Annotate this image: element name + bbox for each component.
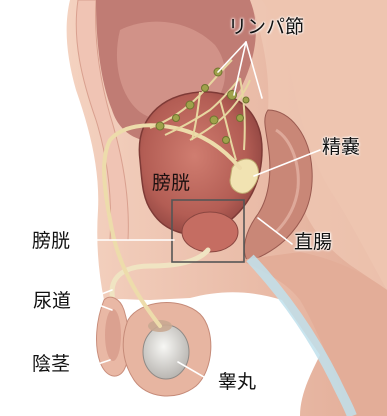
label-bladder: 膀胱 <box>32 230 70 252</box>
lymph-node <box>237 115 244 122</box>
label-rectum: 直腸 <box>294 231 332 253</box>
lymph-node <box>173 115 180 122</box>
lymph-node <box>186 101 194 109</box>
lymph-node <box>223 137 230 144</box>
lymph-node <box>156 122 164 130</box>
lymph-node <box>210 116 218 124</box>
label-penis: 陰茎 <box>32 353 70 375</box>
label-seminal-vesicle: 精嚢 <box>322 136 360 158</box>
penis-inner <box>105 309 121 361</box>
prostate-shape <box>182 212 238 252</box>
label-bladder-inner: 膀胱 <box>152 172 190 194</box>
lymph-node <box>243 97 249 103</box>
label-lymph-nodes: リンパ節 <box>228 16 304 38</box>
label-urethra: 尿道 <box>33 290 71 312</box>
label-testis: 睾丸 <box>218 371 256 393</box>
testis-shape <box>143 325 189 379</box>
lymph-node <box>202 85 209 92</box>
